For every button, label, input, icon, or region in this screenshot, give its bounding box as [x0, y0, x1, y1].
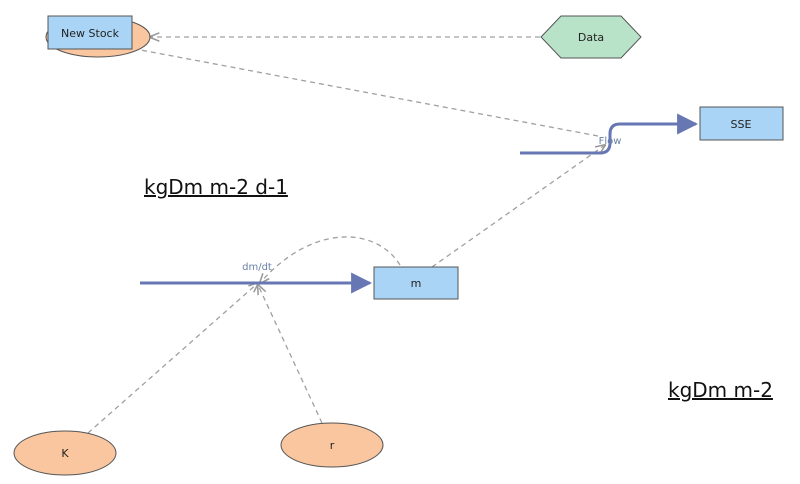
node-data[interactable]: Data [540, 15, 642, 59]
link-r-to-rate[interactable] [258, 285, 323, 424]
flow-into-sse[interactable] [520, 113, 699, 155]
node-m[interactable]: m [373, 266, 459, 300]
node-sse[interactable]: SSE [699, 106, 784, 141]
link-m-to-flow[interactable] [431, 145, 605, 268]
k-label: K [61, 447, 69, 460]
k-ellipse [13, 430, 117, 476]
stock-unit-label: kgDm m-2 [668, 378, 773, 402]
rate-label[interactable]: dm/dt [242, 262, 272, 273]
r-ellipse [280, 422, 384, 468]
m-label: m [411, 277, 422, 290]
link-k-to-rate[interactable] [87, 283, 258, 434]
sse-label: SSE [731, 118, 752, 131]
link-newstock-to-flow[interactable] [129, 47, 599, 137]
m-box [373, 266, 459, 300]
data-label: Data [578, 31, 604, 44]
new-stock-label: New Stock [61, 27, 120, 40]
sse-box [699, 106, 784, 141]
flow-label[interactable]: Flow [599, 136, 622, 147]
node-r[interactable]: r [280, 422, 384, 468]
node-new-stock[interactable]: New Stock [45, 15, 151, 58]
new-stock-box [47, 15, 133, 50]
data-hexagon [540, 15, 642, 59]
link-m-to-rate[interactable] [260, 236, 401, 283]
node-k[interactable]: K [13, 430, 117, 476]
flow-unit-label: kgDm m-2 d-1 [144, 175, 288, 199]
r-label: r [330, 439, 335, 452]
